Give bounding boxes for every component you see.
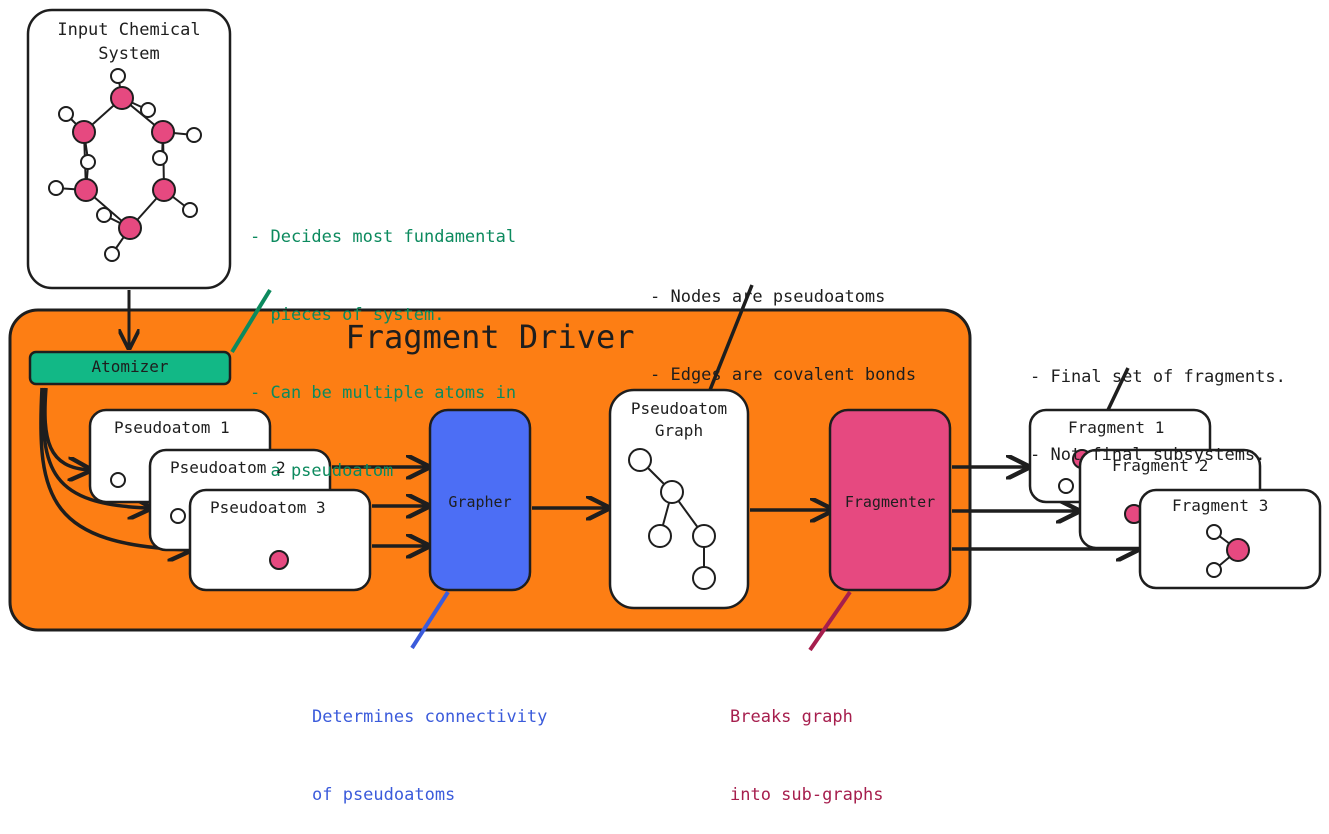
atomizer-note-3: - Can be multiple atoms in: [250, 383, 517, 403]
pseudoatom-3-label: Pseudoatom 3: [210, 498, 326, 517]
input-system-title-line1: Input Chemical: [57, 20, 201, 40]
fragment-3-label: Fragment 3: [1172, 496, 1269, 515]
input-system-box: [26, 8, 232, 290]
graph-note-connector: [708, 284, 754, 391]
atomizer-box: [28, 350, 232, 386]
molecule-icon: [48, 68, 202, 262]
fragment-1-label: Fragment 1: [1068, 418, 1165, 437]
fragments-note-connector: [1106, 367, 1130, 411]
grapher-notes: Determines connectivity of pseudoatoms: [312, 652, 547, 834]
atomizer-note-4: a pseudoatom: [250, 461, 394, 481]
input-system-title-line2: System: [98, 44, 160, 64]
atomizer-note-1: - Decides most fundamental: [250, 227, 517, 247]
fragmenter-box: [828, 408, 952, 592]
atomizer-note-connector: [230, 288, 272, 354]
fragments-note-1: - Final set of fragments.: [1030, 367, 1286, 387]
fragmenter-note-1: Breaks graph: [730, 707, 853, 727]
pseudoatom-card-3: [188, 488, 372, 592]
graph-notes: - Nodes are pseudoatoms - Edges are cova…: [650, 232, 916, 414]
grapher-label: Grapher: [448, 493, 512, 511]
fragmenter-note-connector: [808, 590, 852, 652]
grapher-note-2: of pseudoatoms: [312, 785, 456, 805]
atomizer-notes: - Decides most fundamental pieces of sys…: [250, 172, 516, 510]
fragmenter-label: Fragmenter: [844, 493, 936, 511]
pseudoatom-graph-title: Pseudoatom Graph: [610, 398, 748, 442]
atomizer-note-2: pieces of system.: [250, 305, 445, 325]
graph-icon: [628, 448, 716, 590]
pseudoatom-graph-title-line1: Pseudoatom: [630, 399, 728, 418]
grapher-box: [428, 408, 532, 592]
grapher-note-1: Determines connectivity: [312, 707, 548, 727]
input-system-title: Input Chemical System: [28, 18, 230, 66]
fragments-notes: - Final set of fragments. - Not final su…: [1030, 312, 1286, 494]
fragmenter-notes: Breaks graph into sub-graphs: [730, 652, 884, 834]
fragment-card-3: [1138, 488, 1322, 590]
pseudoatom-2-label: Pseudoatom 2: [170, 458, 286, 477]
fragments-note-2: - Not final subsystems.: [1030, 445, 1266, 465]
fragment-driver-title: Fragment Driver: [345, 318, 635, 356]
pseudoatoms-to-grapher-arrows: [332, 467, 428, 546]
fragmenter-note-2: into sub-graphs: [730, 785, 884, 805]
pseudoatom-graph-title-line2: Graph: [654, 421, 704, 440]
fragment-2-label: Fragment 2: [1112, 456, 1209, 475]
graph-note-1: - Nodes are pseudoatoms: [650, 287, 886, 307]
atomizer-to-pseudoatoms-arrows: [39, 387, 190, 550]
pseudoatom-1-label: Pseudoatom 1: [114, 418, 230, 437]
atomizer-label: Atomizer: [91, 357, 169, 376]
fragmentation-diagram: Input Chemical System Atomizer - Decides…: [8, 8, 1322, 805]
grapher-note-connector: [410, 590, 450, 650]
graph-note-2: - Edges are covalent bonds: [650, 365, 917, 385]
